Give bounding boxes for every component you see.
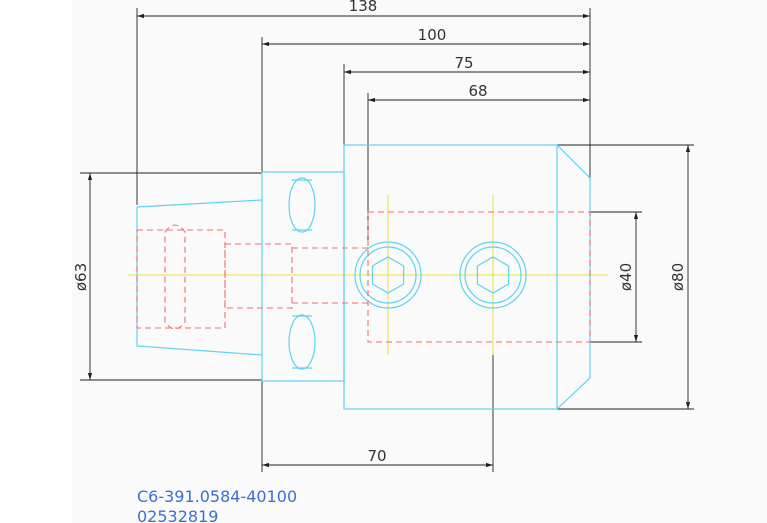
dim-68-label: 68 (468, 82, 487, 100)
part-code: C6-391.0584-40100 (137, 487, 297, 506)
flange-outline (261, 171, 345, 382)
dim-138-label: 138 (349, 0, 378, 15)
dim-75-label: 75 (454, 54, 473, 72)
dim-138: 138 (136, 0, 591, 205)
hidden-lines (136, 211, 591, 343)
dim-75: 75 (343, 54, 590, 145)
dim-dia40: ø40 (590, 211, 642, 343)
dim-dia40-label: ø40 (617, 263, 635, 291)
dim-dia63-label: ø63 (72, 263, 90, 291)
dim-70: 70 (261, 290, 494, 472)
screw-right (459, 241, 527, 309)
drawing-area (72, 0, 767, 523)
dim-dia80-label: ø80 (669, 263, 687, 291)
dim-100-label: 100 (418, 26, 447, 44)
shank-outline (136, 199, 263, 356)
dim-68: 68 (367, 82, 590, 240)
screw-left (354, 241, 422, 309)
head-outline (343, 144, 591, 410)
dim-100: 100 (261, 26, 590, 172)
dim-dia80: ø80 (557, 144, 694, 410)
dim-70-label: 70 (367, 447, 386, 465)
dim-dia63: ø63 (72, 172, 262, 381)
part-number: 02532819 (137, 507, 218, 523)
